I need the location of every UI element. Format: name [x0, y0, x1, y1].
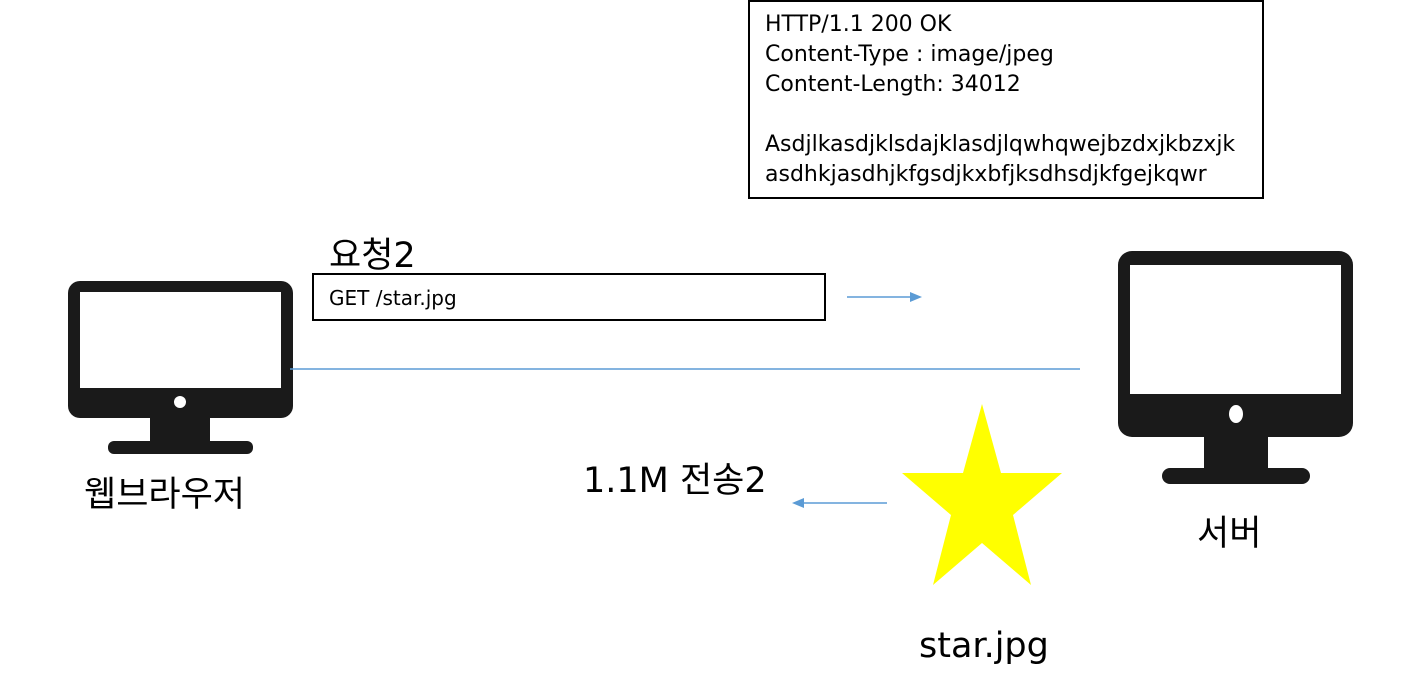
request-arrow [847, 292, 922, 302]
response-line: Content-Type : image/jpeg [765, 42, 1054, 67]
response-arrow [792, 498, 887, 508]
response-line: HTTP/1.1 200 OK [765, 12, 952, 37]
file-label: star.jpg [919, 626, 1049, 666]
request-title: 요청2 [329, 236, 416, 276]
transfer-label: 1.1M 전송2 [583, 461, 767, 501]
http-response-box: HTTP/1.1 200 OK Content-Type : image/jpe… [748, 0, 1264, 199]
web-browser-monitor-icon [68, 281, 293, 454]
server-label: 서버 [1197, 514, 1262, 554]
response-line: Content-Length: 34012 [765, 72, 1021, 97]
star-image-icon [902, 404, 1062, 585]
response-line: Asdjlkasdjklsdajklasdjlqwhqwejbzdxjkbzxj… [765, 132, 1236, 157]
server-monitor-icon [1118, 251, 1353, 484]
http-request-box: GET /star.jpg [312, 273, 826, 321]
web-browser-label: 웹브라우저 [84, 475, 246, 515]
request-line: GET /star.jpg [329, 286, 457, 310]
response-line [765, 100, 1262, 130]
response-line: asdhkjasdhjkfgsdjkxbfjksdhsdjkfgejkqwr [765, 162, 1207, 187]
